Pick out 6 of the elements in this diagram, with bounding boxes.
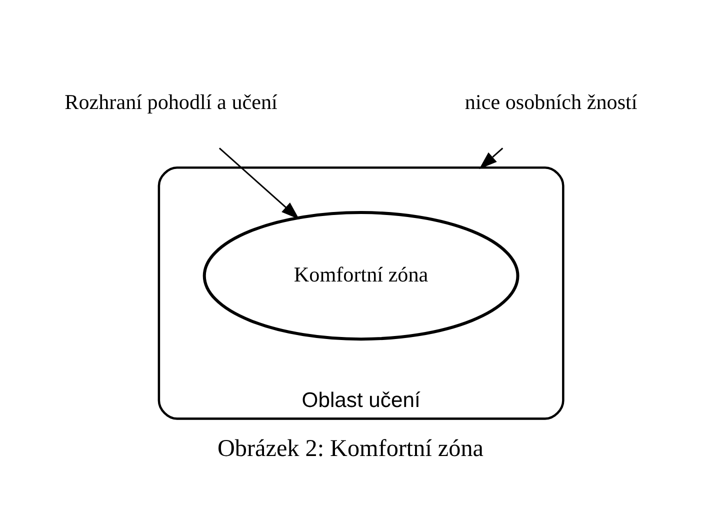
node-text: Rozhraní pohodlí a učení	[64, 90, 278, 114]
arrow	[479, 148, 504, 170]
node-text: nice osobních žností	[464, 90, 638, 114]
node-ellipse: Komfortní zóna	[202, 211, 520, 341]
caption: Obrázek 2: Komfortní zóna	[218, 435, 484, 462]
arrow	[218, 148, 300, 220]
